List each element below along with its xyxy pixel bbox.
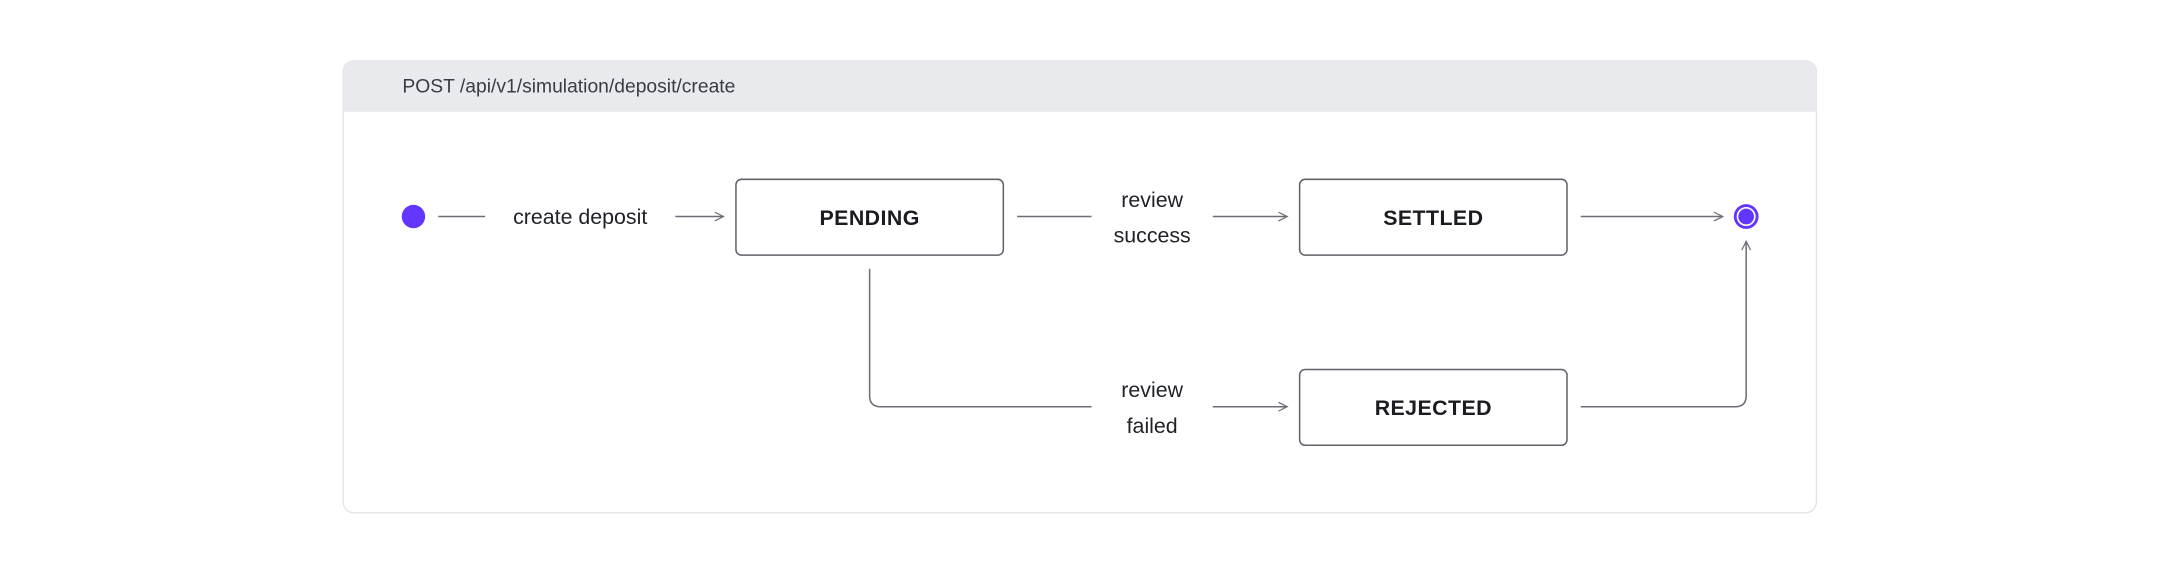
state-settled[interactable]: SETTLED (1298, 178, 1568, 256)
card-header (343, 60, 1817, 112)
edge-label-review-success-2: success (1114, 224, 1191, 248)
final-state-icon (1733, 204, 1759, 229)
edge-label-review-success-1: review (1121, 188, 1183, 212)
edge-label-create-deposit: create deposit (513, 205, 647, 229)
edge-label-review-failed-1: review (1121, 378, 1183, 402)
edge-label-review-failed-2: failed (1127, 414, 1178, 438)
endpoint-title: POST /api/v1/simulation/deposit/create (402, 76, 735, 97)
state-rejected[interactable]: REJECTED (1298, 368, 1568, 447)
edge-rejected-to-end (1580, 241, 1746, 408)
state-settled-label: SETTLED (1383, 206, 1483, 230)
state-pending-label: PENDING (820, 206, 920, 230)
state-rejected-label: REJECTED (1375, 396, 1492, 420)
edge-failed-line (868, 268, 1092, 408)
initial-state-icon (401, 204, 426, 229)
diagram-card: POST /api/v1/simulation/deposit/create (342, 60, 1818, 514)
state-pending[interactable]: PENDING (735, 178, 1005, 256)
